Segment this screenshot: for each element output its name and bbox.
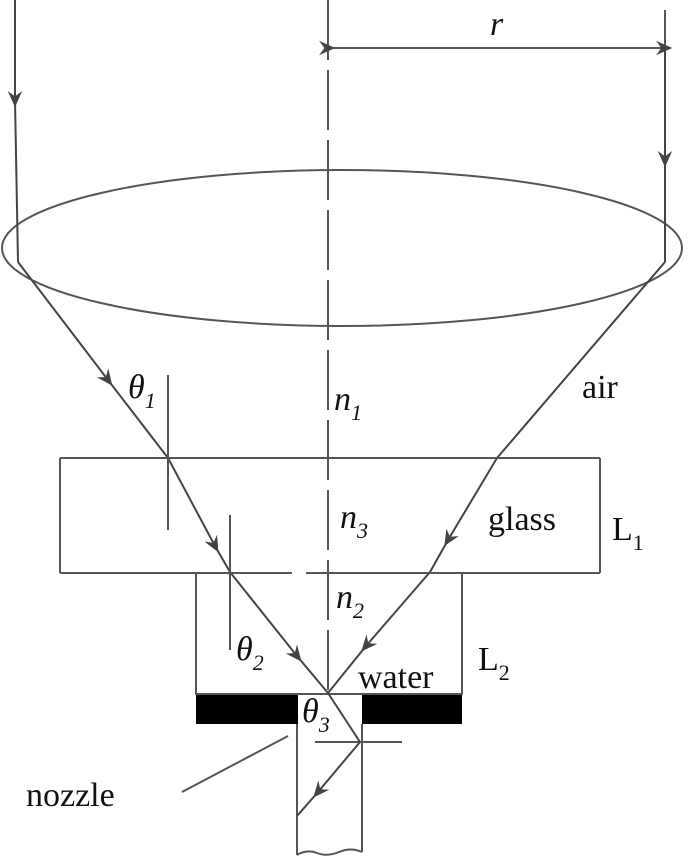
n1-label: n1 — [334, 381, 362, 425]
n3-label: n3 — [340, 499, 368, 543]
theta1-label: θ1 — [128, 369, 156, 413]
nozzle — [181, 692, 363, 856]
glass-plate — [59, 457, 601, 574]
right-ray — [327, 45, 673, 694]
nozzle-label: nozzle — [26, 777, 115, 814]
n2-label: n2 — [336, 579, 364, 623]
plate-left — [196, 695, 298, 724]
left-ray — [7, 0, 329, 694]
theta2-label: θ2 — [236, 631, 264, 675]
air-label: air — [582, 369, 619, 406]
radius-label: r — [490, 6, 504, 43]
glass-label: glass — [488, 501, 556, 538]
lens — [1, 169, 683, 327]
radius-dimension: r — [319, 6, 673, 60]
L2-label: L2 — [478, 641, 510, 685]
water-label: water — [358, 659, 434, 696]
plate-right — [362, 695, 462, 724]
theta3-label: θ3 — [302, 693, 330, 737]
L1-label: L1 — [612, 511, 644, 555]
